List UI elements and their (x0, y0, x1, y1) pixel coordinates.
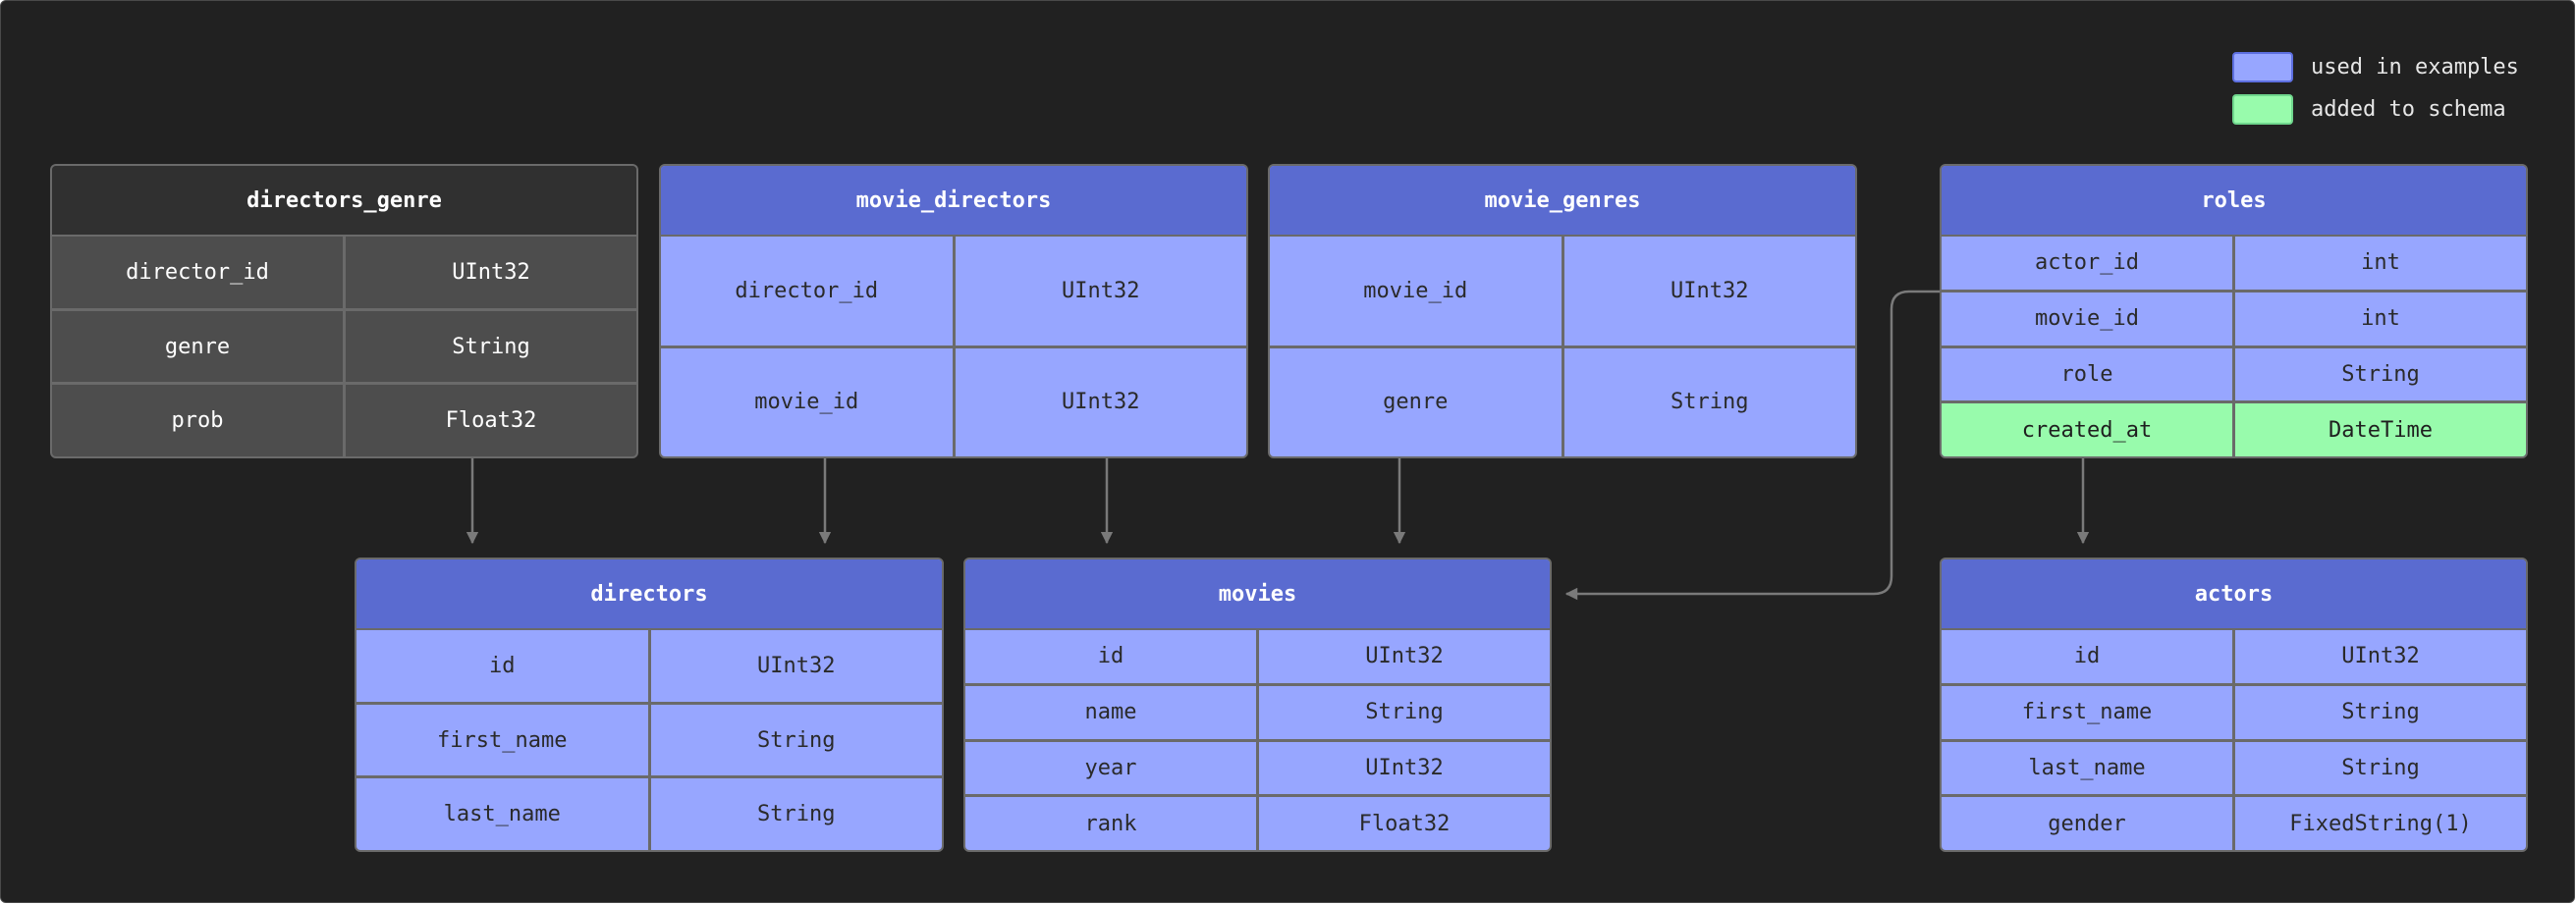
column-name: first_name (437, 727, 568, 753)
column-type: String (343, 310, 636, 383)
column-type: DateTime (2232, 403, 2526, 456)
legend-used-in-examples: used in examples (2232, 51, 2519, 82)
column-name: id (489, 653, 516, 678)
table-row: first_name String (356, 701, 943, 776)
table-row: name String (965, 682, 1550, 739)
column-name: first_name (2021, 700, 2153, 725)
column-type: UInt32 (647, 630, 943, 702)
legend-swatch-green (2232, 93, 2293, 125)
column-type: Float32 (343, 385, 636, 456)
table-row: actor_id int (1942, 237, 2526, 290)
table-row: first_name String (1942, 682, 2526, 739)
table-row: movie_id int (1942, 289, 2526, 346)
column-name: gender (2048, 811, 2126, 836)
table-header: movie_genres (1270, 166, 1855, 237)
column-name: genre (1383, 390, 1449, 415)
table-row: id UInt32 (356, 630, 942, 702)
table-directors: directors id UInt32 first_name String la… (355, 558, 944, 852)
column-name: id (1097, 644, 1124, 669)
table-roles: roles actor_id int movie_id int role Str… (1940, 164, 2528, 458)
table-row: id UInt32 (1942, 630, 2526, 683)
table-row: director_id UInt32 (661, 237, 1246, 346)
column-name: movie_id (754, 390, 859, 415)
column-type: Float32 (1256, 797, 1550, 850)
table-header: movies (965, 559, 1550, 630)
table-actors: actors id UInt32 first_name String last_… (1940, 558, 2528, 852)
column-name: last_name (2028, 755, 2146, 780)
column-name: director_id (735, 278, 879, 303)
legend-label-added: added to schema (2311, 96, 2506, 122)
table-row-added: created_at DateTime (1942, 400, 2526, 456)
table-row: id UInt32 (965, 630, 1550, 683)
column-type: int (2232, 292, 2526, 346)
table-header: actors (1942, 559, 2526, 630)
column-name: year (1084, 755, 1137, 780)
column-name: role (2060, 361, 2113, 387)
column-type: String (647, 704, 943, 776)
legend-swatch-blue (2232, 51, 2293, 82)
column-name: director_id (126, 259, 269, 285)
column-type: UInt32 (343, 237, 636, 308)
table-row: movie_id UInt32 (661, 345, 1247, 456)
column-name: rank (1084, 811, 1137, 836)
column-type: String (1561, 347, 1856, 456)
legend-added-to-schema: added to schema (2232, 93, 2506, 125)
column-type: FixedString(1) (2232, 797, 2526, 850)
table-row: gender FixedString(1) (1942, 794, 2526, 850)
table-row: rank Float32 (965, 794, 1550, 850)
table-row: movie_id UInt32 (1270, 237, 1855, 346)
table-row: last_name String (356, 775, 942, 850)
column-type: UInt32 (1256, 630, 1550, 683)
column-type: UInt32 (952, 237, 1247, 346)
table-header: directors (356, 559, 942, 630)
table-row: last_name String (1942, 738, 2526, 795)
column-type: int (2232, 237, 2526, 290)
column-name: movie_id (2035, 306, 2139, 332)
table-movie-directors: movie_directors director_id UInt32 movie… (659, 164, 1248, 458)
column-name: genre (164, 334, 231, 359)
column-name: created_at (1942, 403, 2232, 456)
column-name: movie_id (1363, 278, 1468, 303)
column-type: String (2232, 347, 2526, 401)
column-type: UInt32 (1256, 741, 1550, 795)
table-row: role String (1942, 345, 2526, 401)
legend-label-used: used in examples (2311, 54, 2519, 80)
table-row: genre String (1270, 345, 1856, 456)
table-row: year UInt32 (965, 738, 1550, 795)
column-name: last_name (443, 802, 561, 827)
table-header: movie_directors (661, 166, 1246, 237)
column-type: String (2232, 685, 2526, 739)
column-type: String (2232, 741, 2526, 795)
table-header: roles (1942, 166, 2526, 237)
table-row: genre String (52, 307, 636, 383)
table-movies: movies id UInt32 name String year UInt32… (963, 558, 1552, 852)
table-movie-genres: movie_genres movie_id UInt32 genre Strin… (1268, 164, 1857, 458)
column-type: UInt32 (952, 347, 1247, 456)
table-header: directors_genre (52, 166, 636, 237)
column-type: UInt32 (1561, 237, 1856, 346)
column-name: id (2073, 644, 2101, 669)
column-type: String (1256, 685, 1550, 739)
column-name: prob (171, 408, 224, 434)
column-type: String (647, 778, 943, 850)
table-row: prob Float32 (52, 382, 636, 456)
column-name: name (1084, 700, 1137, 725)
column-name: actor_id (2035, 250, 2139, 276)
table-directors-genre: directors_genre director_id UInt32 genre… (50, 164, 638, 458)
table-row: director_id UInt32 (52, 237, 636, 308)
column-type: UInt32 (2232, 630, 2526, 683)
